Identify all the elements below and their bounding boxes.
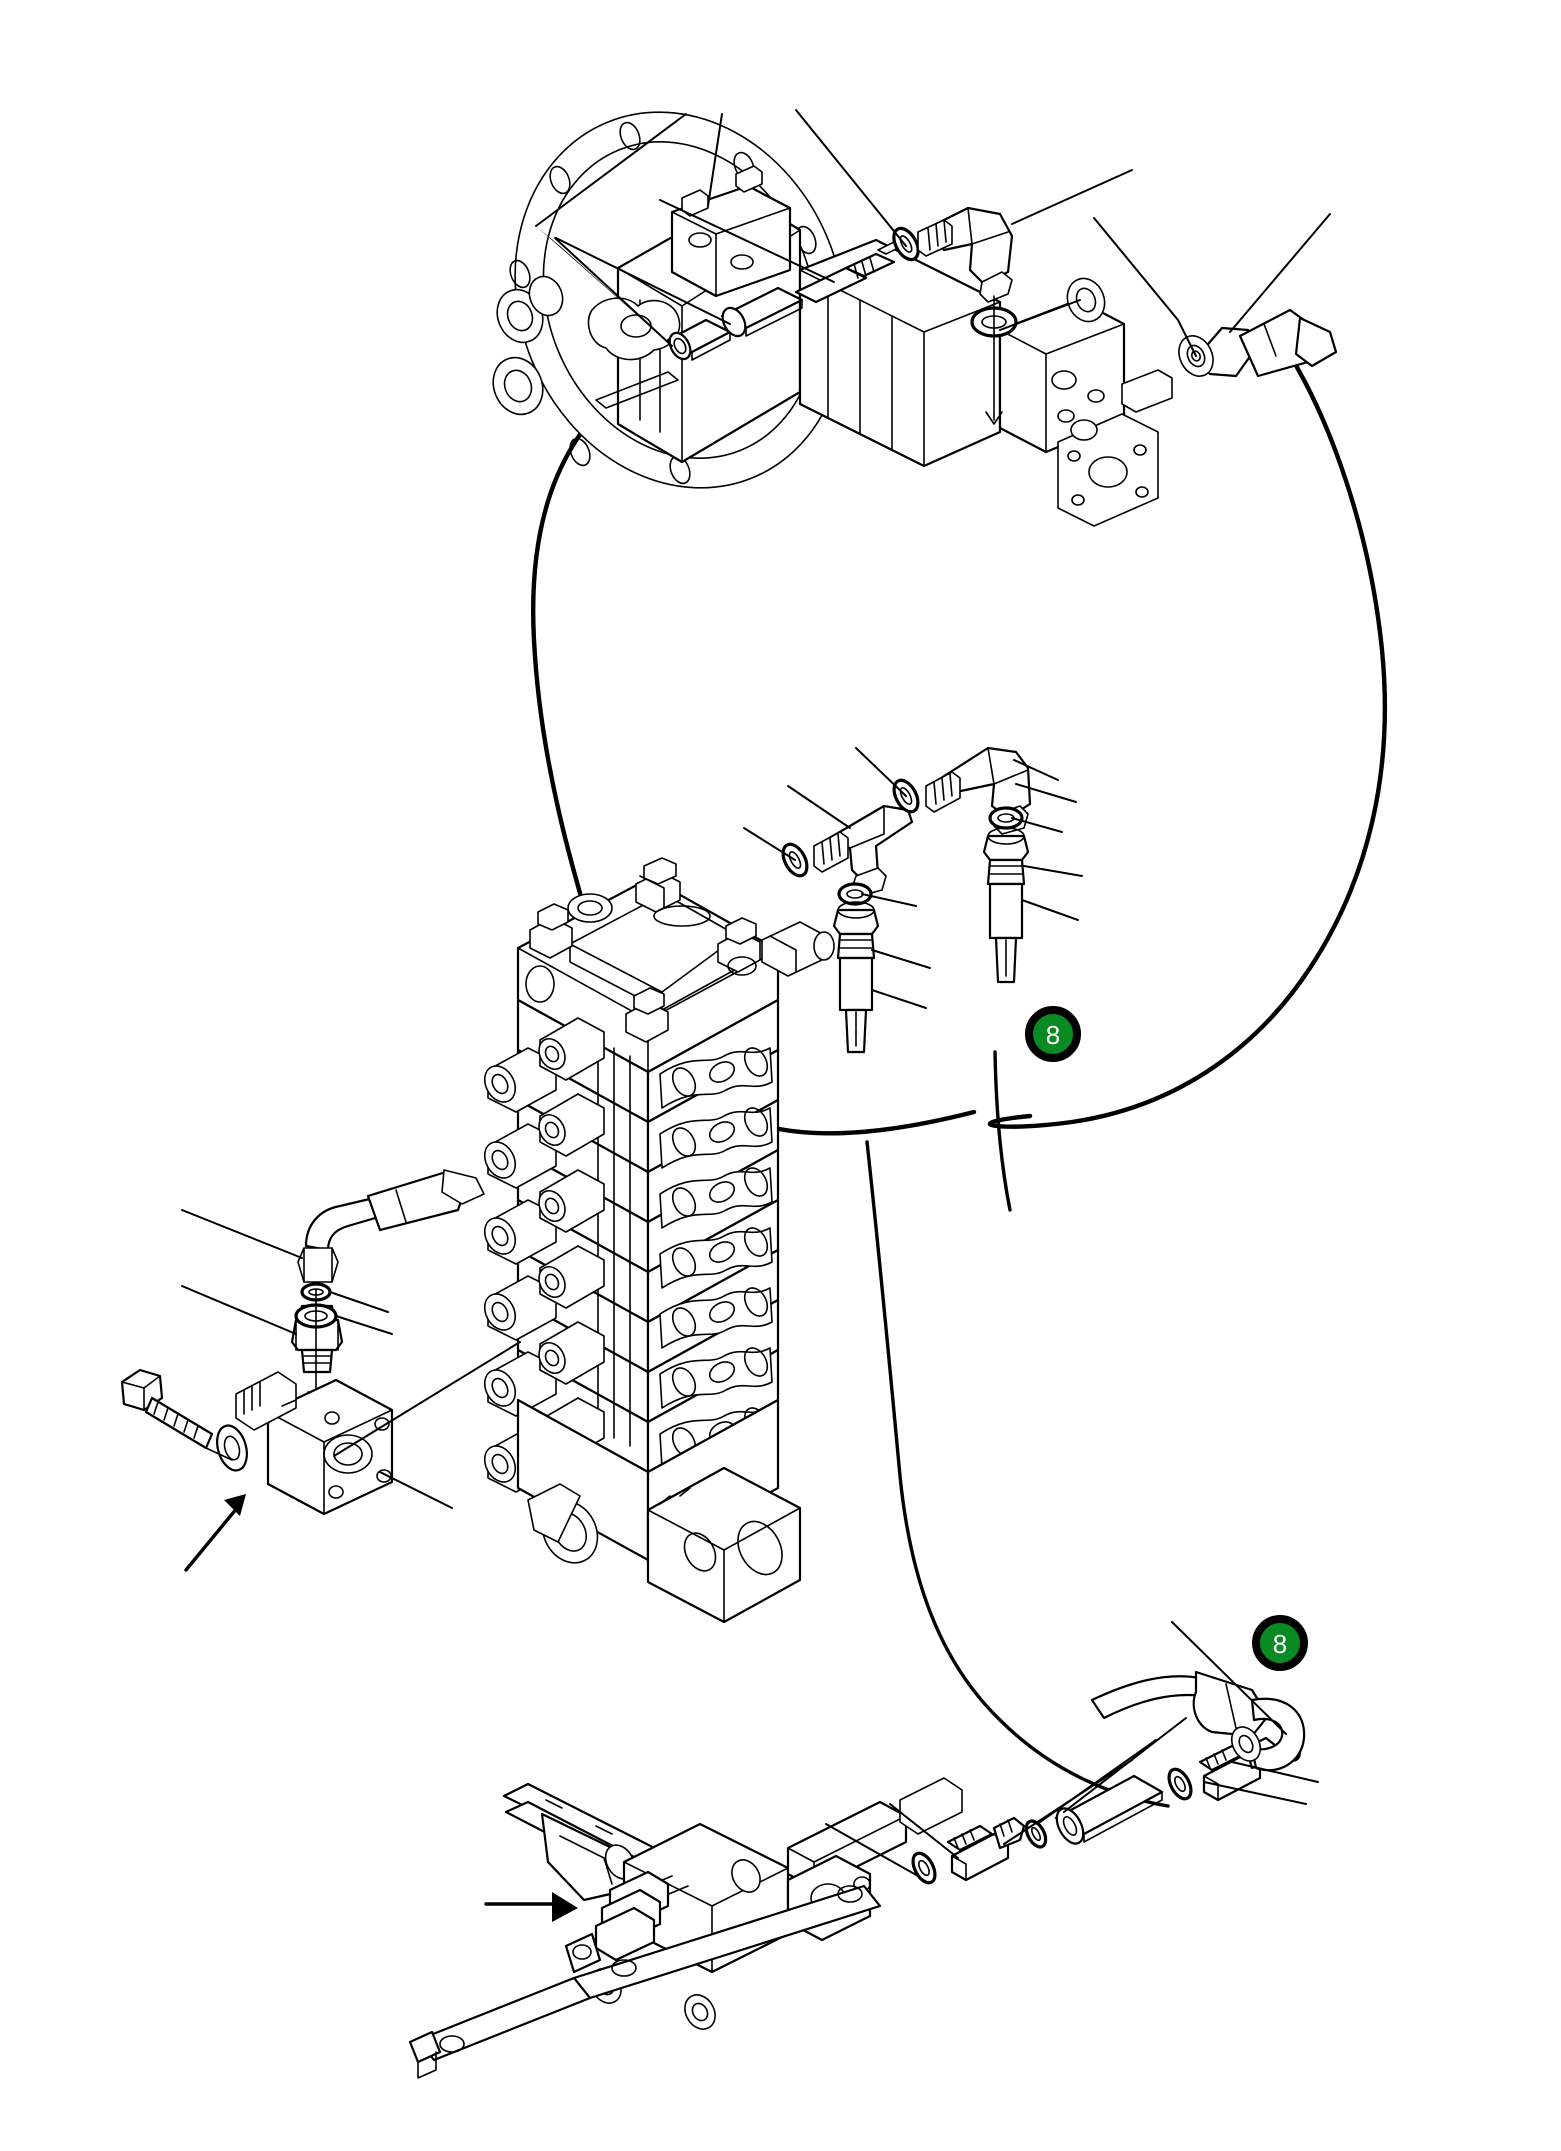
control-valve-assembly: [483, 857, 835, 1624]
pedal-hose-elbow: [1090, 1670, 1306, 1772]
pedal-oring-a: [1167, 1767, 1193, 1801]
pump-elbow: [917, 206, 1014, 303]
arrow-flange-block: [184, 1494, 246, 1572]
pedal-adapter-b: [946, 1816, 1026, 1882]
pedal-exploded-fittings: [911, 1670, 1306, 1885]
valve-fitting-leader-lines: [743, 747, 1083, 1009]
pump-oring-upper: [892, 226, 920, 262]
pedal-mount-bracket: [408, 1884, 882, 2079]
hose-right-main: [988, 349, 1388, 1129]
pedal-spacer-tube: [1054, 1774, 1164, 1845]
flange-washer: [216, 1424, 248, 1472]
valve-oring-3: [837, 882, 873, 906]
valve-oring-2: [892, 778, 920, 814]
pump-leader-lines: [535, 109, 1331, 357]
callout-ring: [1252, 1615, 1308, 1671]
hose-valve-right-drop: [993, 1050, 1012, 1212]
callout-badge-8-lower[interactable]: 8: [1252, 1615, 1308, 1671]
pedal-linkage-valve-assembly: [408, 1621, 1319, 2079]
hydraulic-pump-assembly: [492, 109, 1338, 527]
control-valve-fittings: [743, 746, 1083, 1054]
pedal-leader-lines: [825, 1621, 1319, 1877]
pump-gear-section: [798, 238, 1173, 527]
hose-lower: [865, 1140, 1170, 1808]
valve-bottom-section: [516, 1398, 802, 1624]
pedal-oring-b: [1024, 1819, 1048, 1849]
flange-elbow: [297, 1169, 485, 1283]
arrow-pedal-valve: [484, 1892, 578, 1922]
callout-ring: [1025, 1006, 1081, 1062]
flange-port-block: [235, 1371, 394, 1516]
pump-adapter: [794, 239, 907, 304]
flange-bolt: [120, 1368, 233, 1461]
valve-oring-4: [988, 806, 1024, 830]
valve-elbow-left: [813, 804, 914, 897]
pump-sleeve-b: [720, 286, 804, 338]
pump-side-port: [1066, 277, 1106, 323]
valve-hose-left: [832, 901, 880, 1054]
callout-badge-8-upper[interactable]: 8: [1025, 1006, 1081, 1062]
valve-hose-right: [982, 827, 1030, 984]
pump-hose-end: [1178, 308, 1338, 378]
pump-exploded-fittings: [666, 206, 1338, 425]
flange-leader-lines: [181, 1209, 521, 1509]
flange-port-block-assembly: [120, 1169, 521, 1572]
